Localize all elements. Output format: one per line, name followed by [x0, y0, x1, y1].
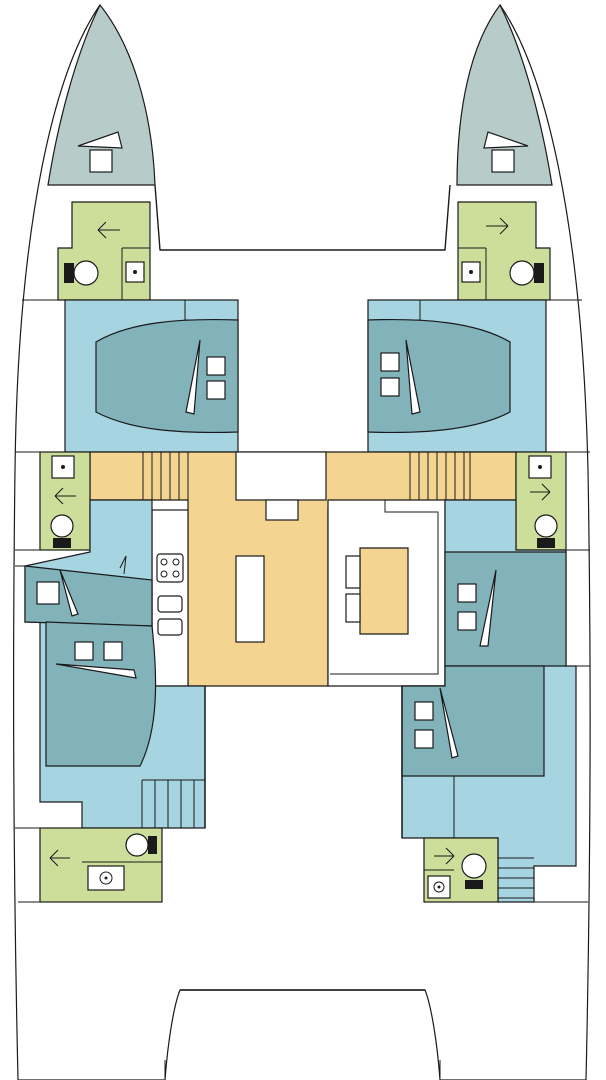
- port-aft-cabin: [24, 499, 206, 829]
- sink-icon: [87, 865, 125, 891]
- salon-table: [235, 555, 265, 643]
- starboard-forward-cabin: [367, 299, 547, 453]
- port-forward-bed: [95, 318, 239, 434]
- sail-icon: [59, 569, 79, 617]
- sink-icon: [125, 261, 145, 283]
- galley-counter: [151, 509, 189, 687]
- arrow-icon: [49, 849, 70, 867]
- hatch-icon: [77, 131, 123, 173]
- toilet-icon: [50, 514, 74, 548]
- port-mid-bathroom: [39, 451, 91, 551]
- port-bow-tip: [47, 3, 156, 186]
- sink-icon: [51, 455, 75, 479]
- starboard-aft-bed: [444, 551, 567, 667]
- sail-icon: [439, 687, 459, 759]
- sink-icon: [461, 261, 481, 283]
- steps-icon: [498, 857, 534, 899]
- starboard-aft-bathroom: [423, 837, 499, 903]
- hatch-icon: [483, 131, 529, 173]
- port-forward-cabin: [64, 299, 239, 453]
- starboard-forward-bathroom: [457, 201, 551, 301]
- starboard-mid-bathroom: [515, 451, 567, 551]
- port-forward-bathroom: [57, 201, 151, 301]
- sink-icon: [427, 875, 451, 899]
- sail-icon: [185, 339, 201, 415]
- stove-icon: [156, 553, 184, 583]
- arrow-icon: [530, 483, 551, 501]
- toilet-icon: [509, 260, 544, 286]
- sail-icon: [55, 663, 137, 679]
- arrow-icon: [54, 487, 76, 505]
- sink-icon: [528, 455, 552, 479]
- arrow-icon: [486, 217, 509, 235]
- arrow-icon: [434, 847, 455, 865]
- toilet-icon: [534, 514, 558, 548]
- steps-icon: [141, 779, 205, 828]
- starboard-bow-tip: [456, 3, 553, 186]
- toilet-icon: [64, 260, 99, 286]
- toilet-icon: [461, 853, 487, 889]
- starboard-forward-bed: [367, 318, 511, 434]
- toilet-icon: [125, 833, 157, 857]
- port-aft-bathroom: [39, 827, 163, 903]
- arrow-icon: [97, 221, 120, 239]
- sail-icon: [479, 569, 497, 647]
- starboard-aft-cabin: [401, 499, 577, 903]
- sail-icon: [405, 339, 421, 415]
